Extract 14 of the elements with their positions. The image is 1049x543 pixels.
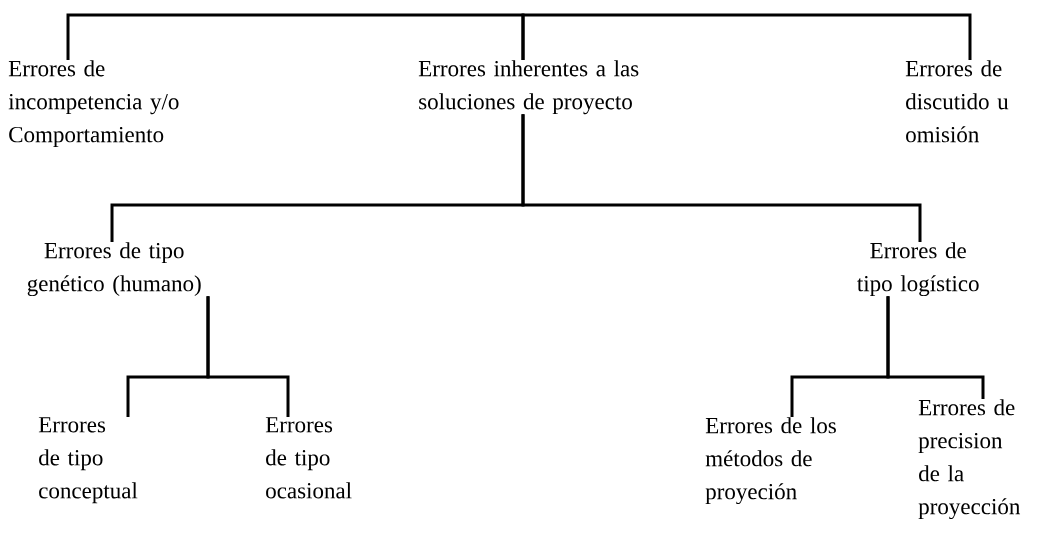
label-text: Errores de los métodos de proyeción	[705, 417, 836, 505]
connector-line	[521, 114, 922, 242]
connector-line	[521, 13, 972, 60]
connector-line	[66, 13, 525, 60]
label-text: Errores de tipo conceptual	[38, 417, 138, 504]
label-text: Errores de tipo genético (humano)	[27, 242, 201, 297]
label-text: Errores de precision de la proyección	[918, 399, 1021, 520]
label-text: Errores de incompetencia y/o Comportamiento	[8, 60, 179, 148]
label-text: Errores de discutido u omisión	[905, 60, 1009, 143]
connector-line	[886, 296, 985, 399]
label-text: Errores de tipo logístico	[857, 242, 979, 297]
label-text: Errores de tipo ocasional	[265, 417, 352, 499]
connector-line	[206, 296, 290, 417]
label-text: Errores inherentes a las soluciones de proyecto	[418, 60, 639, 115]
